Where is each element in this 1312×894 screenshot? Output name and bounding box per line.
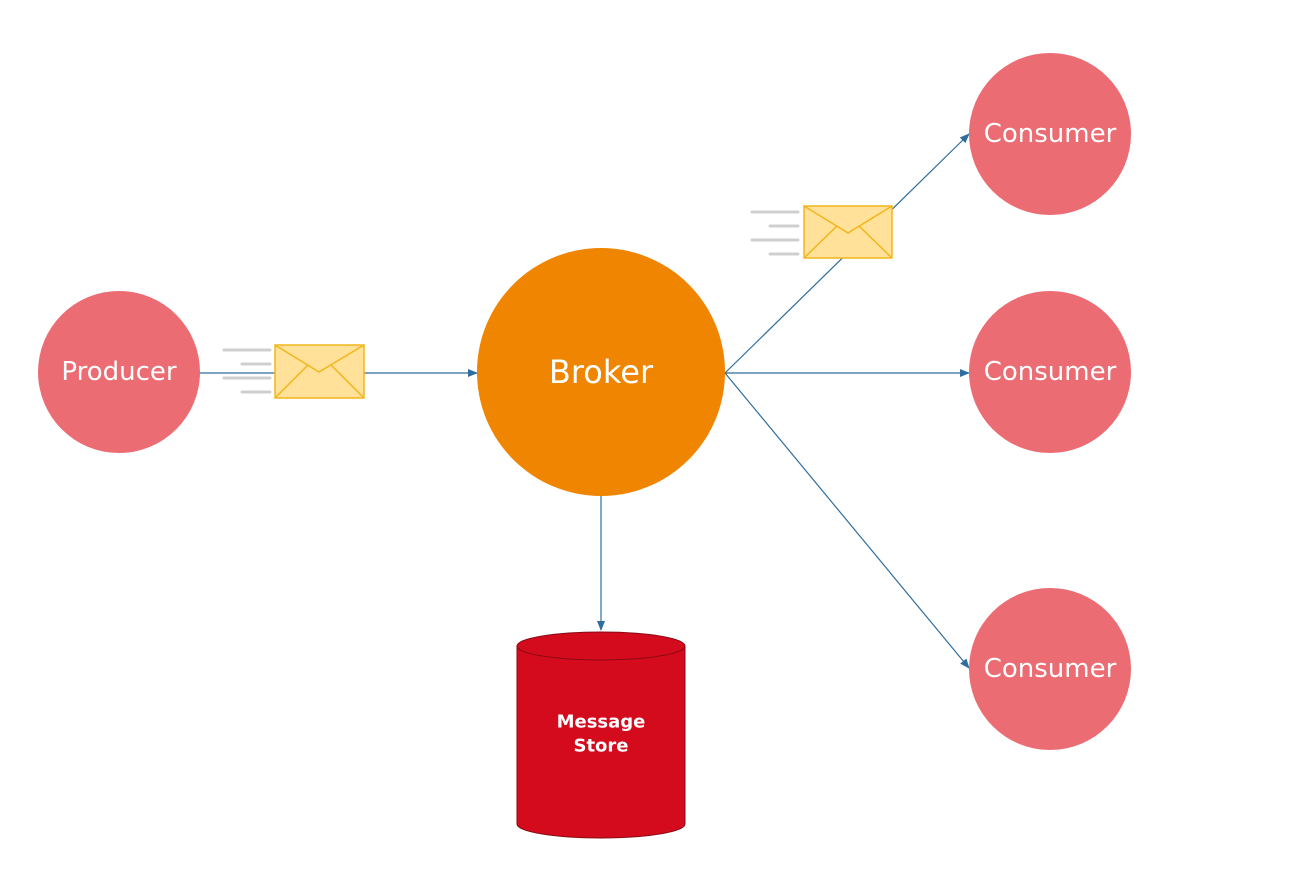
producer-label: Producer bbox=[61, 357, 177, 387]
message-store-node: Message Store bbox=[516, 631, 686, 839]
consumer-label-bottom: Consumer bbox=[984, 654, 1117, 684]
consumer-label-middle: Consumer bbox=[984, 357, 1117, 387]
edge-broker-consumer-bottom bbox=[724, 372, 970, 669]
consumer-node-top: Consumer bbox=[969, 53, 1131, 215]
envelope-icon bbox=[750, 205, 893, 259]
broker-node: Broker bbox=[477, 248, 725, 496]
consumer-node-bottom: Consumer bbox=[969, 588, 1131, 750]
envelope-icon bbox=[222, 344, 365, 399]
message-store-label-line1: Message bbox=[557, 712, 646, 733]
consumer-label-top: Consumer bbox=[984, 119, 1117, 149]
consumer-node-middle: Consumer bbox=[969, 291, 1131, 453]
broker-label: Broker bbox=[549, 353, 654, 391]
producer-node: Producer bbox=[38, 291, 200, 453]
message-store-label-line2: Store bbox=[573, 736, 628, 757]
